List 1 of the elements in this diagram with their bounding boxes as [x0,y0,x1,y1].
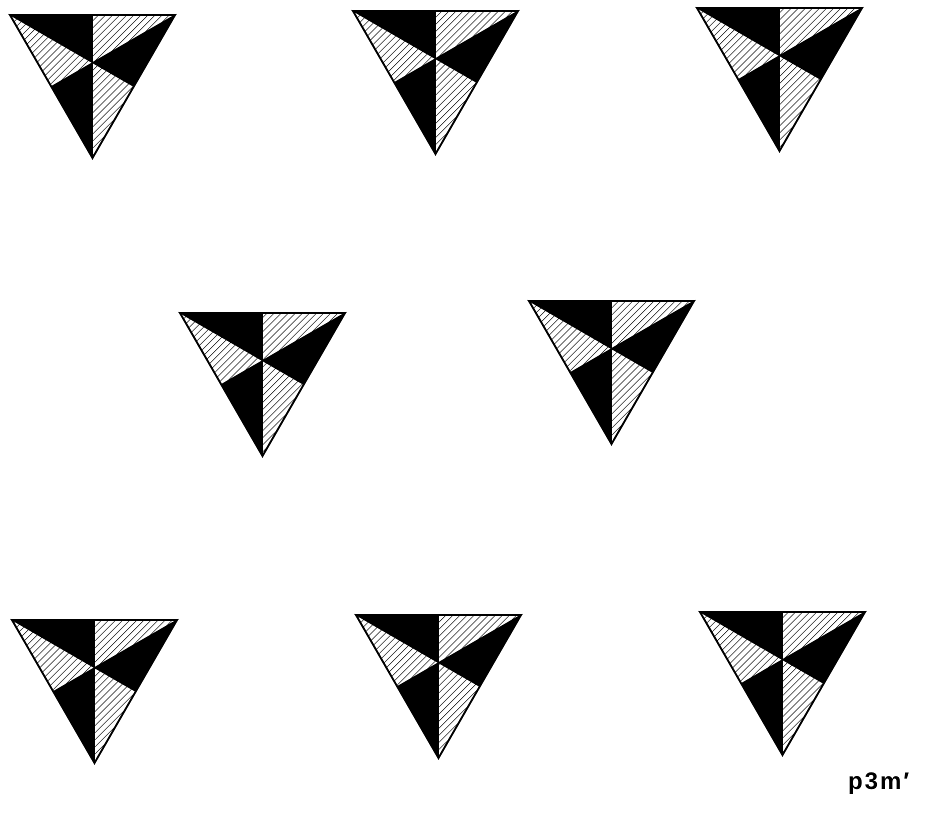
group-symbol-label: p3m′ [848,768,912,796]
